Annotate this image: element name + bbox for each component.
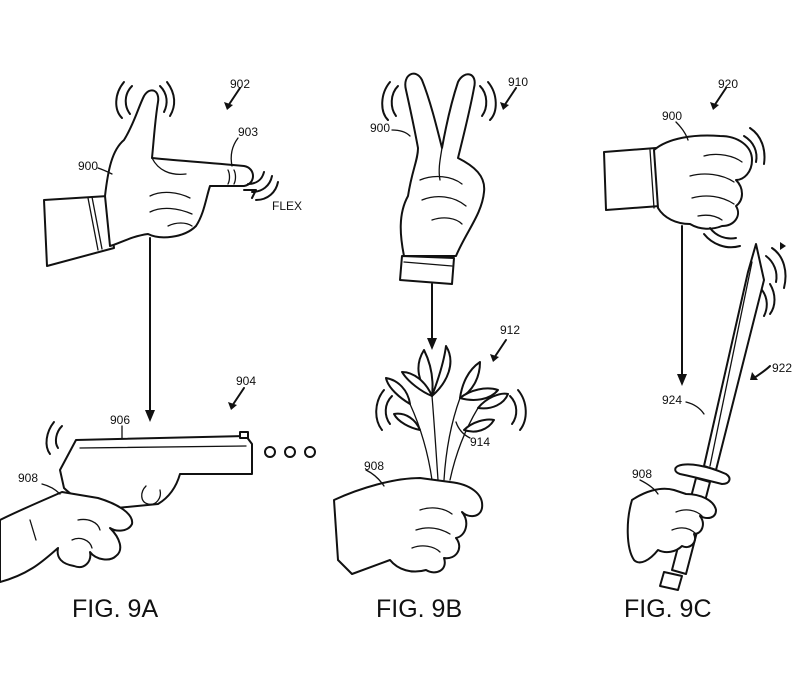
label-920: 920 xyxy=(718,77,738,91)
fig9c-sword-pommel xyxy=(659,571,683,591)
label-900-b: 900 xyxy=(370,121,390,135)
figure-9c: 920 900 922 924 908 FIG. 9C xyxy=(603,77,792,623)
fig9c-sword-blade xyxy=(703,243,765,471)
label-912: 912 xyxy=(500,323,520,337)
fig9a-cuff xyxy=(43,195,115,267)
label-906: 906 xyxy=(110,413,130,427)
fig9c-fist xyxy=(653,134,753,230)
label-908-c: 908 xyxy=(632,467,652,481)
fig9a-pointing-hand xyxy=(104,89,254,247)
label-900-c: 900 xyxy=(662,109,682,123)
fig9b-peace-hand xyxy=(399,72,486,257)
label-900-a: 900 xyxy=(78,159,98,173)
label-924: 924 xyxy=(662,393,682,407)
fig9c-sword-guard xyxy=(674,463,731,485)
label-903: 903 xyxy=(238,125,258,139)
label-908-b: 908 xyxy=(364,459,384,473)
label-flex: FLEX xyxy=(272,199,302,213)
label-922: 922 xyxy=(772,361,792,375)
figure-9b: 910 900 912 914 908 FIG. 9B xyxy=(333,72,528,623)
fig9b-holding-hand xyxy=(333,477,484,575)
fig9c-holding-hand xyxy=(626,487,717,564)
caption-fig-9a: FIG. 9A xyxy=(72,595,158,623)
label-914: 914 xyxy=(470,435,490,449)
caption-fig-9b: FIG. 9B xyxy=(376,595,462,623)
caption-fig-9c: FIG. 9C xyxy=(624,595,712,623)
label-904: 904 xyxy=(236,374,256,388)
figure-9a: 902 900 903 FLEX 904 906 908 FIG. 9A xyxy=(0,77,316,623)
fig9b-cuff xyxy=(399,255,455,285)
fig9a-holding-hand xyxy=(0,491,134,583)
label-902: 902 xyxy=(230,77,250,91)
label-910: 910 xyxy=(508,75,528,89)
label-908-a: 908 xyxy=(18,471,38,485)
